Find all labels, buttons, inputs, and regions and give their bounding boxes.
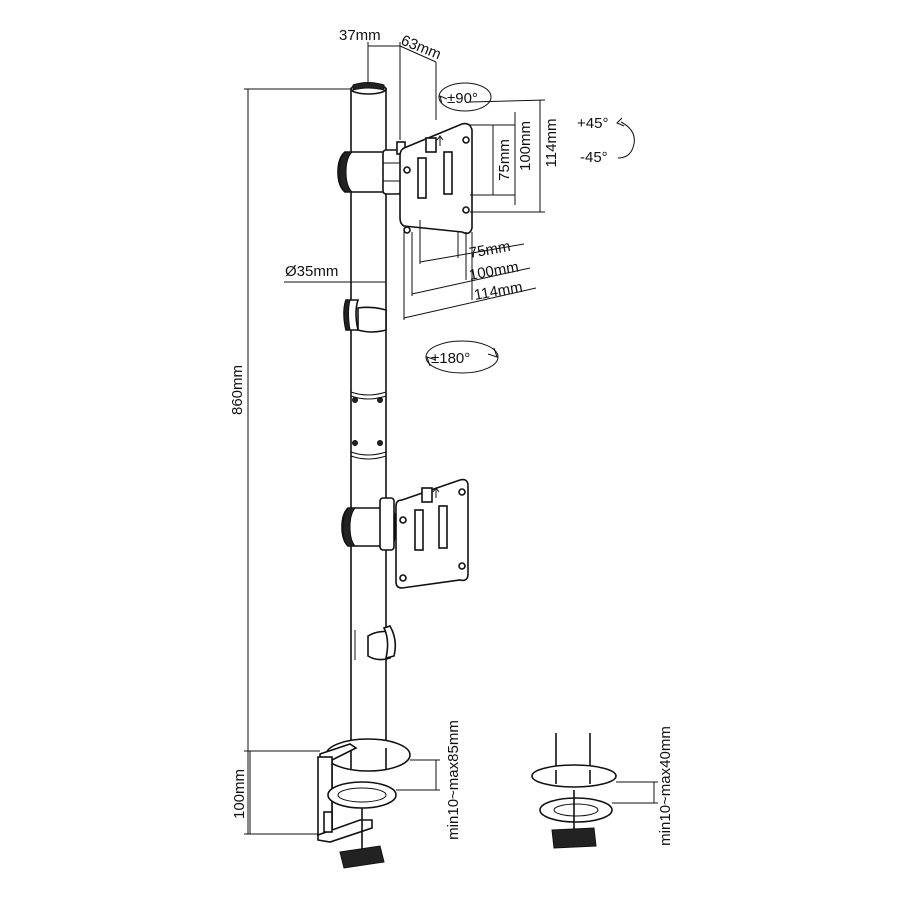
- clamp-height-label: 100mm: [231, 769, 248, 819]
- swivel-label: ±90°: [447, 90, 478, 107]
- vesa-v-114-label: 114mm: [543, 119, 560, 168]
- offset-dimensions: 37mm 63mm: [339, 27, 444, 140]
- diameter-dimension: Ø35mm: [284, 263, 386, 283]
- pole-diameter-label: Ø35mm: [285, 263, 338, 280]
- pole: [350, 82, 387, 760]
- tilt-plus-label: +45°: [577, 115, 608, 132]
- clamp-range-label: min10~max85mm: [445, 720, 462, 840]
- lower-vesa-plate: [395, 478, 469, 589]
- pole-rotation: ±180°: [425, 340, 499, 374]
- pole-height-label: 860mm: [229, 365, 246, 415]
- upper-vesa-plate: [399, 122, 473, 235]
- clamp-range-dimension: min10~max85mm: [396, 720, 462, 840]
- vesa-v-100-label: 100mm: [517, 121, 534, 171]
- swivel-rotation: ±90°: [438, 82, 492, 112]
- desk-clamp: [317, 738, 411, 869]
- grommet-mount: [531, 733, 617, 849]
- clamp-height-dimension: 100mm: [231, 750, 320, 834]
- grommet-range-dimension: min10~max40mm: [612, 726, 674, 846]
- grommet-range-label: min10~max40mm: [657, 726, 674, 846]
- vesa-h-114-label: 114mm: [473, 279, 524, 304]
- lower-collar: [341, 497, 396, 551]
- tilt-minus-label: -45°: [580, 149, 608, 166]
- vesa-v-75-label: 75mm: [496, 139, 513, 181]
- vesa-horizontal-dimensions: 75mm 100mm 114mm: [403, 220, 537, 320]
- offset-37-label: 37mm: [339, 27, 381, 44]
- offset-63-label: 63mm: [399, 32, 444, 63]
- pole-height-dimension: 860mm: [229, 88, 350, 835]
- vesa-h-75-label: 75mm: [468, 238, 512, 262]
- upper-cable-clip: [343, 299, 387, 333]
- vesa-vertical-dimensions: 75mm 100mm 114mm: [469, 99, 560, 213]
- tilt-rotation: +45° -45°: [577, 115, 635, 166]
- upper-collar: [337, 141, 406, 195]
- pole-rotation-label: ±180°: [431, 350, 470, 367]
- lower-cable-clip: [367, 625, 397, 661]
